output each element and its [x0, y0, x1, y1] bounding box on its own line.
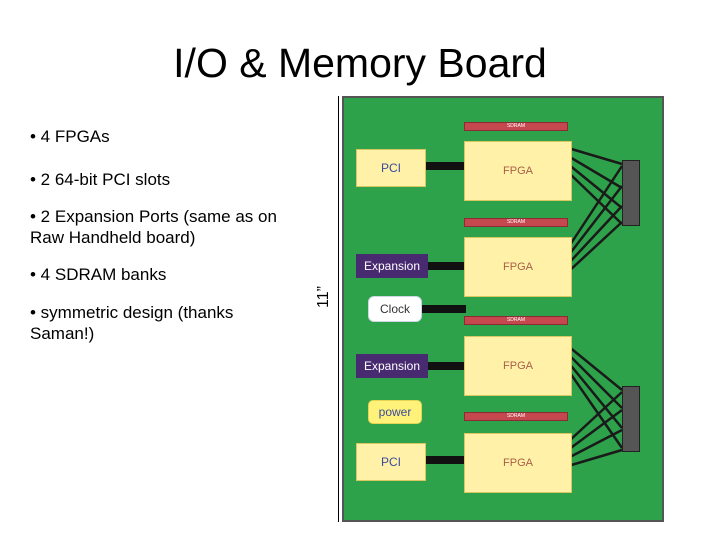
- board-diagram: SDRAM SDRAM SDRAM SDRAM FPGA FPGA FPGA F…: [342, 96, 664, 522]
- fpga-2: FPGA: [464, 237, 572, 297]
- expansion-bus-bar-bottom: [428, 362, 466, 370]
- pci-slot-top: PCI: [356, 149, 426, 187]
- dimension-line: [338, 96, 339, 522]
- power-block: power: [368, 400, 422, 424]
- sdram-bank-4: SDRAM: [464, 412, 568, 421]
- pci-slot-bottom: PCI: [356, 443, 426, 481]
- bullet-sdram-banks: • 4 SDRAM banks: [30, 265, 167, 284]
- connector-top: [622, 160, 640, 226]
- bullet-pci-slots: • 2 64-bit PCI slots: [30, 170, 171, 189]
- slide-title: I/O & Memory Board: [173, 40, 547, 86]
- bullet-symmetric-design: • symmetric design (thanks Saman!): [30, 303, 234, 343]
- bullet-fpgas: • 4 FPGAs: [30, 127, 110, 146]
- fpga-4: FPGA: [464, 433, 572, 493]
- pci-bus-bar-top: [426, 162, 466, 170]
- expansion-port-bottom: Expansion: [356, 354, 428, 378]
- fpga-3: FPGA: [464, 336, 572, 396]
- sdram-bank-2: SDRAM: [464, 218, 568, 227]
- fpga-1: FPGA: [464, 141, 572, 201]
- bullet-expansion-ports: • 2 Expansion Ports (same as on Raw Hand…: [30, 207, 277, 247]
- sdram-bank-1: SDRAM: [464, 122, 568, 131]
- expansion-port-top: Expansion: [356, 254, 428, 278]
- connector-bottom: [622, 386, 640, 452]
- clock-block: Clock: [368, 296, 422, 322]
- pci-bus-bar-bottom: [426, 456, 466, 464]
- dimension-label: 11”: [315, 286, 332, 308]
- wiring-lines: [566, 146, 624, 468]
- expansion-bus-bar-top: [428, 262, 466, 270]
- sdram-bank-3: SDRAM: [464, 316, 568, 325]
- clock-bus-bar: [422, 305, 466, 313]
